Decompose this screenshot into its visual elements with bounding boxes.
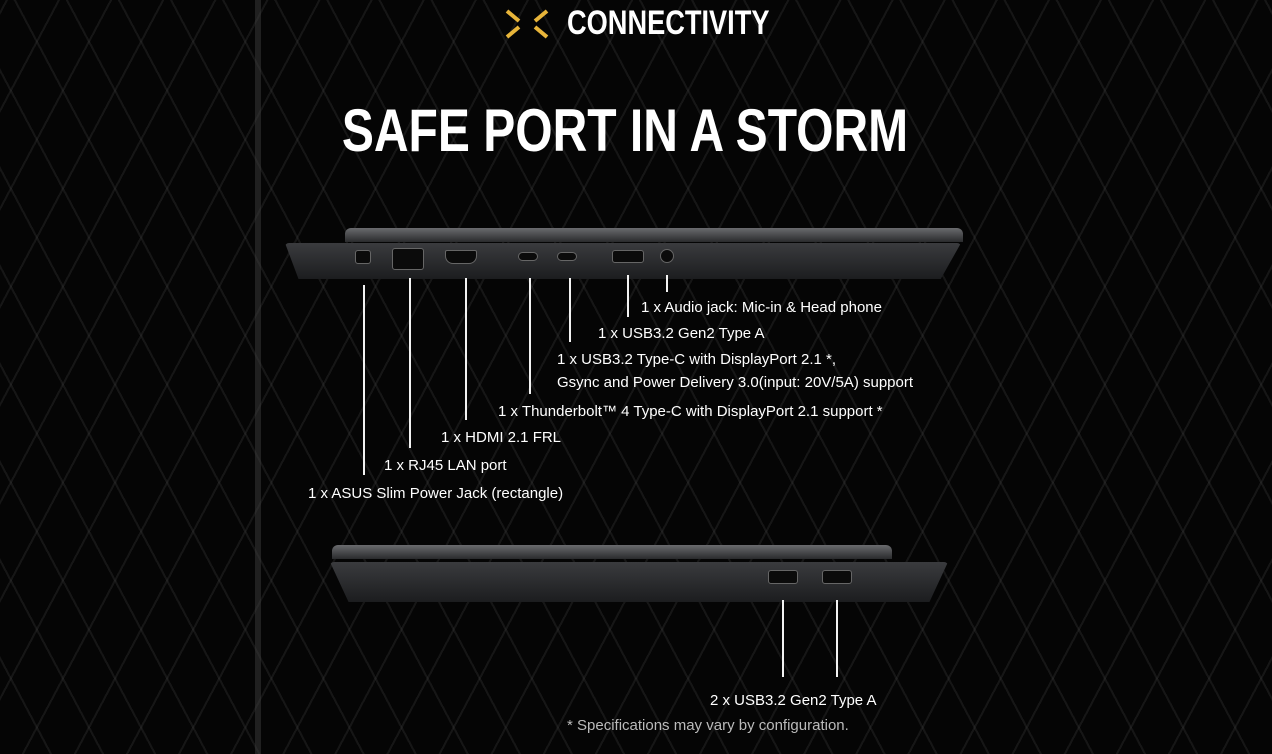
audio-jack-port: [660, 249, 674, 263]
port-label-hdmi: 1 x HDMI 2.1 FRL: [441, 429, 562, 446]
leader-line: [782, 600, 784, 677]
laptop-lid: [345, 228, 963, 242]
leader-line: [409, 278, 411, 448]
port-label-thunderbolt: 1 x Thunderbolt™ 4 Type-C with DisplayPo…: [498, 403, 883, 420]
section-title: CONNECTIVITY: [567, 4, 770, 42]
laptop-lid: [332, 545, 892, 559]
port-label-usb-c-2: Gsync and Power Delivery 3.0(input: 20V/…: [557, 374, 914, 391]
x-logo-icon: [505, 8, 549, 39]
leader-line: [363, 285, 365, 475]
power-jack-port: [355, 250, 371, 264]
leader-line: [465, 278, 467, 420]
port-label-usb-c: 1 x USB3.2 Type-C with DisplayPort 2.1 *…: [557, 351, 837, 368]
usb-a-port: [822, 570, 852, 584]
port-label-usb-a: 1 x USB3.2 Gen2 Type A: [598, 325, 765, 342]
page-title: SAFE PORT IN A STORM: [341, 97, 909, 164]
leader-line: [627, 275, 629, 317]
port-label-audio: 1 x Audio jack: Mic-in & Head phone: [641, 299, 882, 316]
leader-line: [836, 600, 838, 677]
port-label-rj45: 1 x RJ45 LAN port: [384, 457, 507, 474]
leader-line: [666, 275, 668, 292]
usb-c-port: [557, 252, 577, 261]
usb-a-port: [768, 570, 798, 584]
leader-line: [529, 278, 531, 394]
hdmi-port: [445, 250, 477, 264]
port-label-usb-a-right: 2 x USB3.2 Gen2 Type A: [710, 692, 877, 709]
section-header: CONNECTIVITY: [505, 4, 820, 43]
leader-line: [569, 278, 571, 342]
footnote: * Specifications may vary by configurati…: [567, 717, 849, 734]
laptop-body: [330, 562, 948, 602]
port-label-power: 1 x ASUS Slim Power Jack (rectangle): [308, 485, 564, 502]
rj45-port: [392, 248, 424, 270]
usb-a-port: [612, 250, 644, 263]
background-post: [255, 0, 261, 754]
thunderbolt-port: [518, 252, 538, 261]
